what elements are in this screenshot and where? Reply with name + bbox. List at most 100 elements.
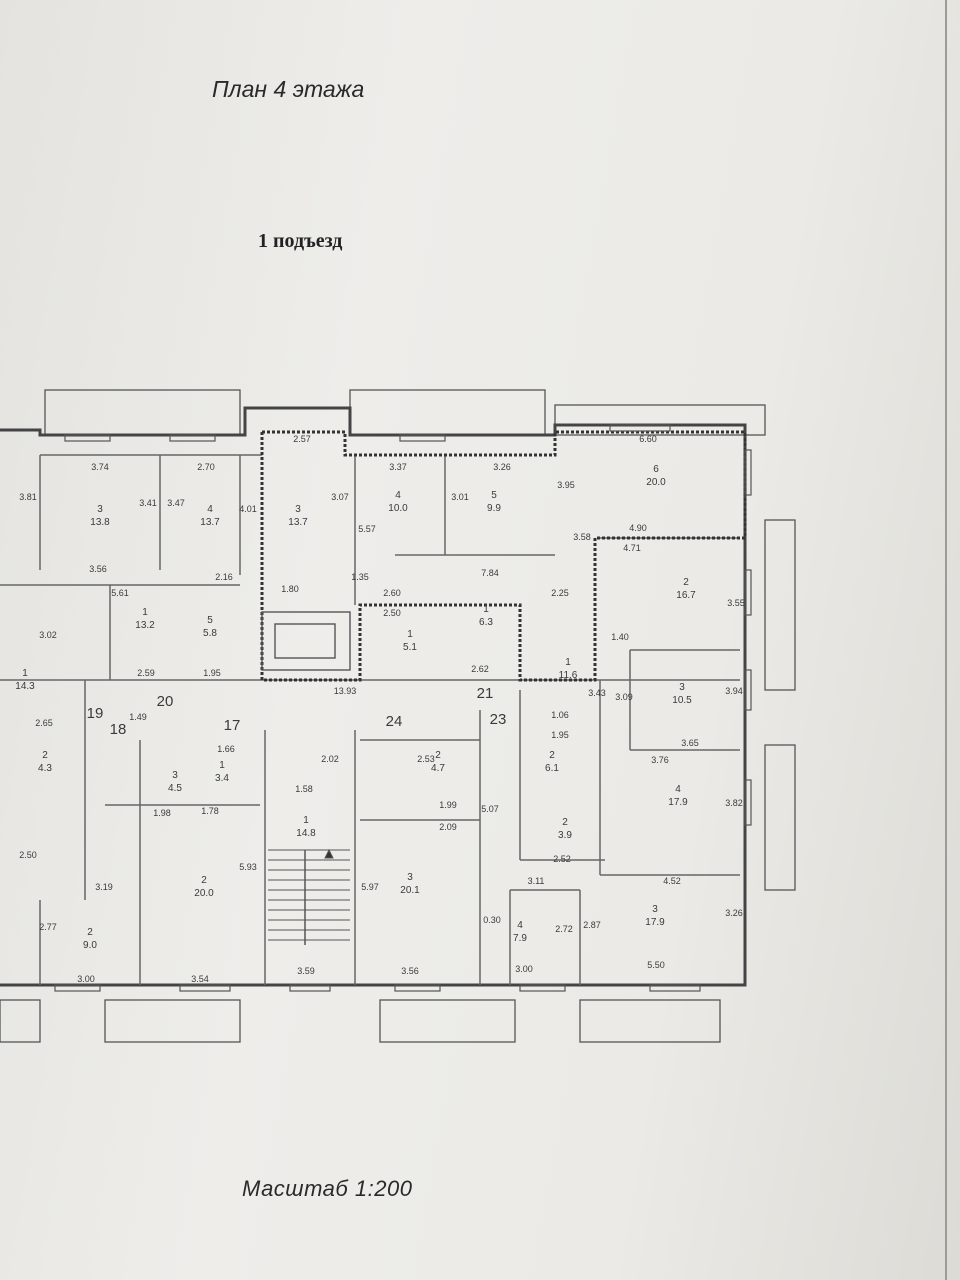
room-area: 20.0 bbox=[646, 477, 666, 488]
outer-walls bbox=[0, 406, 747, 987]
stair-number: 19 bbox=[87, 705, 104, 722]
svg-text:0.30: 0.30 bbox=[483, 915, 501, 925]
stair-number: 23 bbox=[490, 711, 507, 728]
room-area: 14.3 bbox=[15, 681, 35, 692]
svg-text:3.81: 3.81 bbox=[19, 492, 37, 502]
room-area: 5.8 bbox=[203, 628, 217, 639]
balcony-bottom-2 bbox=[104, 999, 241, 1043]
svg-text:3.41: 3.41 bbox=[139, 498, 157, 508]
svg-text:2.70: 2.70 bbox=[197, 462, 215, 472]
stair-arrow-icon bbox=[324, 848, 334, 859]
room-number: 2 bbox=[562, 817, 568, 828]
room-number: 1 bbox=[407, 629, 413, 640]
room-number: 3 bbox=[679, 682, 685, 693]
dimension-labels: 3.74 2.70 2.57 3.37 3.26 3.95 6.60 4.90 … bbox=[19, 434, 745, 984]
room-number: 2 bbox=[549, 750, 555, 761]
svg-text:2.57: 2.57 bbox=[293, 434, 311, 444]
svg-text:3.76: 3.76 bbox=[651, 755, 669, 765]
svg-text:1.78: 1.78 bbox=[201, 806, 219, 816]
room-area: 13.8 bbox=[90, 517, 110, 528]
interior-walls bbox=[0, 454, 740, 985]
balcony-top-mid bbox=[349, 389, 546, 436]
svg-text:4.90: 4.90 bbox=[629, 523, 647, 533]
room-area: 6.1 bbox=[545, 763, 559, 774]
room-number: 5 bbox=[491, 490, 497, 501]
entrance-label: 1 подъезд bbox=[258, 230, 343, 252]
svg-text:3.56: 3.56 bbox=[401, 966, 419, 976]
svg-text:1.98: 1.98 bbox=[153, 808, 171, 818]
svg-text:2.59: 2.59 bbox=[137, 668, 155, 678]
room-number: 5 bbox=[207, 615, 213, 626]
room-area: 6.3 bbox=[479, 617, 493, 628]
balcony-top-left bbox=[44, 389, 241, 436]
room-number: 2 bbox=[42, 750, 48, 761]
room-area: 7.9 bbox=[513, 933, 527, 944]
svg-text:1.49: 1.49 bbox=[129, 712, 147, 722]
room-area: 10.5 bbox=[672, 695, 692, 706]
svg-text:3.43: 3.43 bbox=[588, 688, 606, 698]
svg-text:3.26: 3.26 bbox=[725, 908, 743, 918]
svg-text:3.56: 3.56 bbox=[89, 564, 107, 574]
svg-text:3.74: 3.74 bbox=[91, 462, 109, 472]
svg-text:5.07: 5.07 bbox=[481, 804, 499, 814]
room-number: 3 bbox=[652, 904, 658, 915]
room-area: 13.7 bbox=[200, 517, 220, 528]
room-area: 5.1 bbox=[403, 642, 417, 653]
svg-text:2.50: 2.50 bbox=[383, 608, 401, 618]
svg-text:2.62: 2.62 bbox=[471, 664, 489, 674]
svg-text:2.50: 2.50 bbox=[19, 850, 37, 860]
svg-text:2.72: 2.72 bbox=[555, 924, 573, 934]
elevator-inner bbox=[274, 623, 336, 659]
room-number: 2 bbox=[201, 875, 207, 886]
svg-text:3.09: 3.09 bbox=[615, 692, 633, 702]
room-area: 11.6 bbox=[559, 670, 578, 681]
room-area: 4.5 bbox=[168, 783, 182, 794]
stair-number: 24 bbox=[386, 713, 403, 730]
room-number: 4 bbox=[207, 504, 213, 515]
svg-text:1.35: 1.35 bbox=[351, 572, 369, 582]
room-number: 3 bbox=[172, 770, 178, 781]
svg-text:2.60: 2.60 bbox=[383, 588, 401, 598]
room-number: 4 bbox=[517, 920, 523, 931]
floor-plan: 3 13.8 4 13.7 3 13.7 4 10.0 5 9.9 6 20.0… bbox=[0, 389, 796, 1043]
svg-text:3.95: 3.95 bbox=[557, 480, 575, 490]
room-number: 1 bbox=[483, 604, 489, 615]
svg-text:2.02: 2.02 bbox=[321, 754, 339, 764]
room-number: 2 bbox=[435, 750, 441, 761]
room-area: 20.0 bbox=[194, 888, 214, 899]
room-area: 4.7 bbox=[431, 763, 445, 774]
balcony-right-2 bbox=[764, 744, 796, 891]
svg-text:5.57: 5.57 bbox=[358, 524, 376, 534]
svg-text:7.84: 7.84 bbox=[481, 568, 499, 578]
svg-text:2.77: 2.77 bbox=[39, 922, 57, 932]
svg-text:3.58: 3.58 bbox=[573, 532, 591, 542]
balcony-right-1 bbox=[764, 519, 796, 691]
svg-text:1.58: 1.58 bbox=[295, 784, 313, 794]
room-number: 4 bbox=[395, 490, 401, 501]
elevator-outer bbox=[261, 611, 351, 671]
room-area: 14.8 bbox=[296, 828, 316, 839]
room-number: 2 bbox=[87, 927, 93, 938]
room-number: 3 bbox=[295, 504, 301, 515]
balcony-bottom-4 bbox=[579, 999, 721, 1043]
svg-text:2.65: 2.65 bbox=[35, 718, 53, 728]
room-number: 1 bbox=[565, 657, 571, 668]
svg-text:3.55: 3.55 bbox=[727, 598, 745, 608]
balcony-bottom-3 bbox=[379, 999, 516, 1043]
stair-number: 18 bbox=[110, 721, 127, 738]
room-number: 2 bbox=[683, 577, 689, 588]
stair-numbers: 20 19 18 17 24 21 23 bbox=[87, 685, 507, 738]
room-number: 1 bbox=[219, 760, 225, 771]
svg-text:2.53: 2.53 bbox=[417, 754, 435, 764]
svg-text:5.50: 5.50 bbox=[647, 960, 665, 970]
svg-text:2.52: 2.52 bbox=[553, 854, 571, 864]
svg-text:4.71: 4.71 bbox=[623, 543, 641, 553]
svg-text:3.65: 3.65 bbox=[681, 738, 699, 748]
room-area: 4.3 bbox=[38, 763, 52, 774]
balcony-top-right bbox=[554, 404, 766, 436]
svg-text:3.00: 3.00 bbox=[515, 964, 533, 974]
room-number: 6 bbox=[653, 464, 659, 475]
room-area: 20.1 bbox=[400, 885, 420, 896]
room-number: 1 bbox=[303, 815, 309, 826]
apartment-outline bbox=[260, 430, 747, 682]
